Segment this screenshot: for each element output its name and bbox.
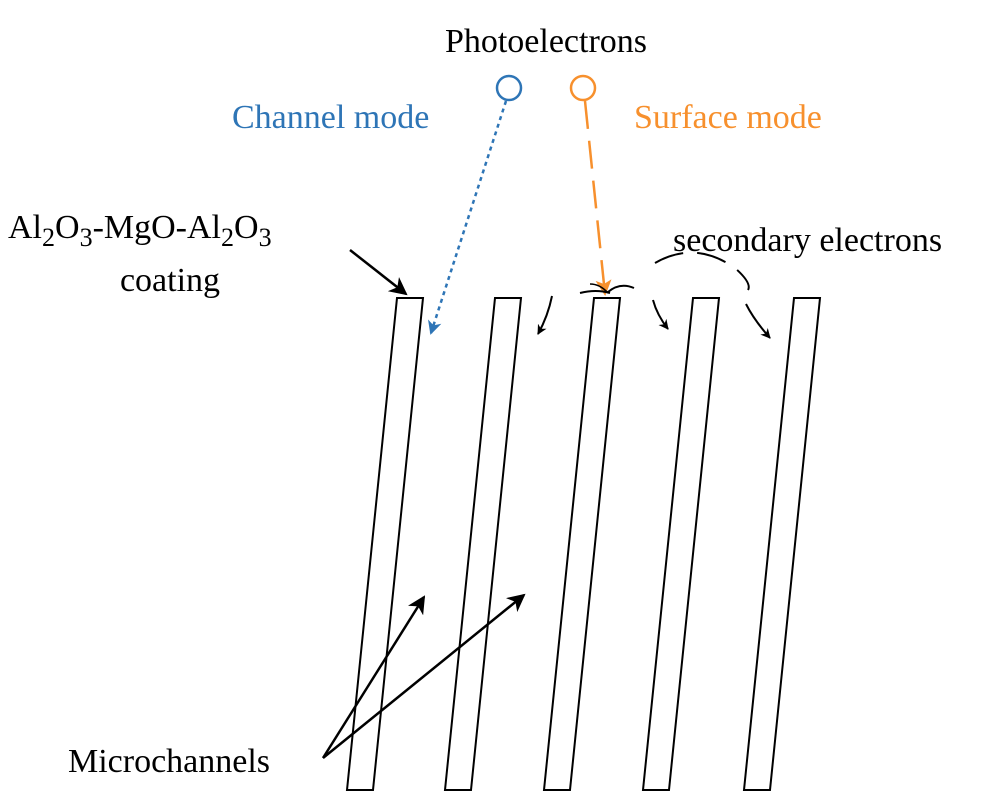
impact-splash: [607, 284, 635, 293]
coating-label: coating: [120, 262, 220, 299]
secondary-electrons-label: secondary electrons: [673, 222, 942, 259]
surface-photoelectron-icon: [569, 74, 597, 102]
secondary-electron-arrow: [745, 303, 771, 339]
microchannel-wall: [742, 297, 822, 791]
secondary-electron-arrow: [537, 295, 553, 335]
coating-formula-label: Al2O3-MgO-Al2O3: [8, 209, 272, 252]
microchannel-wall: [345, 297, 425, 791]
impact-splash: [589, 283, 609, 294]
microchannel-wall: [641, 297, 721, 791]
microchannels-label: Microchannels: [68, 743, 270, 780]
secondary-electron-arrow: [652, 299, 669, 330]
channel-photoelectron-icon: [495, 74, 523, 102]
surface-mode-label: Surface mode: [634, 99, 822, 136]
microchannel-wall: [443, 297, 523, 791]
channel-mode-trajectory: [428, 100, 508, 335]
microchannel-wall: [542, 297, 622, 791]
coating-pointer-arrow: [349, 249, 408, 296]
microchannel-pointer-arrow: [321, 595, 426, 759]
channel-mode-label: Channel mode: [232, 99, 429, 136]
surface-mode-trajectory: [583, 100, 612, 296]
microchannel-pointer-arrow: [322, 593, 526, 759]
photoelectrons-label: Photoelectrons: [445, 23, 647, 60]
secondary-electron-arc: [654, 251, 750, 291]
